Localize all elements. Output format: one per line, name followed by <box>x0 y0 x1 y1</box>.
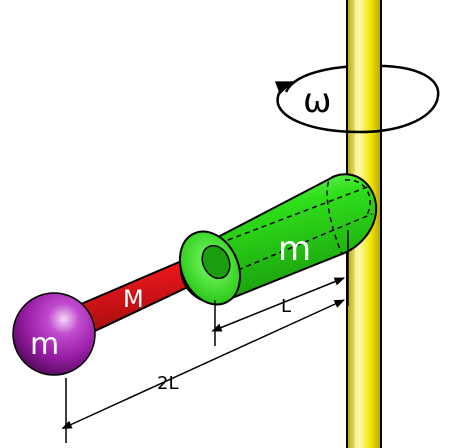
cylinder-mass-label: m <box>278 229 311 269</box>
dimension-2L-label: 2L <box>157 373 178 394</box>
rod-mass-label: M <box>123 285 144 313</box>
omega-label: ω <box>303 81 331 121</box>
rotation-loop-back <box>284 64 440 97</box>
dimension-L-label: L <box>281 296 291 317</box>
dimension-2L <box>61 299 345 443</box>
rotation-arrow-icon <box>274 80 440 134</box>
cylinder <box>178 173 378 306</box>
sphere-mass-label: m <box>30 327 59 362</box>
